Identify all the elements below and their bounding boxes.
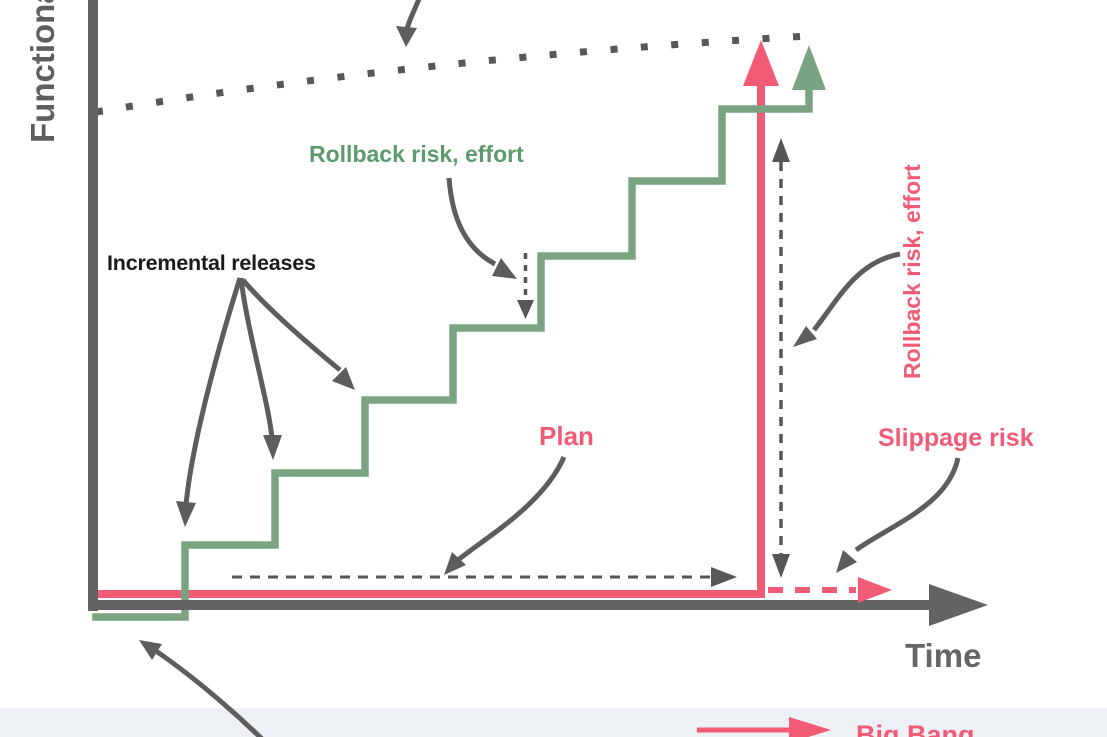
y-axis-label: Functionality bbox=[24, 0, 61, 143]
plan-pointer-arrow bbox=[444, 455, 567, 575]
legend-bigbang-label: Big Bang bbox=[856, 720, 975, 737]
rollback-bigbang-pointer-arrow bbox=[793, 251, 901, 347]
slippage-dashed-arrow bbox=[768, 577, 892, 603]
x-axis bbox=[88, 584, 988, 626]
rollback-bigbang-label: Rollback risk, effort bbox=[899, 164, 925, 379]
slippage-risk-label: Slippage risk bbox=[878, 424, 1034, 452]
bottom-band bbox=[0, 708, 1107, 737]
incremental-step-line bbox=[92, 45, 826, 621]
rollback-incremental-label: Rollback risk, effort bbox=[309, 141, 524, 167]
bigbang-rollback-dashed-arrow bbox=[772, 138, 790, 578]
plan-dashed-arrow bbox=[232, 567, 737, 587]
incremental-releases-label: Incremental releases bbox=[107, 251, 316, 275]
bigbang-arrowhead bbox=[743, 40, 779, 86]
rollback-incremental-pointer-arrow bbox=[446, 177, 517, 279]
incremental-releases-pointer-arrows bbox=[176, 277, 355, 527]
incremental-arrowhead bbox=[792, 45, 826, 90]
scope-pointer-arrow bbox=[396, 0, 422, 47]
start-pointer-arrow bbox=[139, 640, 264, 737]
incremental-rollback-dashed-arrow bbox=[517, 253, 534, 319]
x-axis-label: Time bbox=[905, 637, 982, 674]
bigbang-arrow-line bbox=[96, 40, 779, 598]
y-axis bbox=[88, 0, 98, 611]
plan-label: Plan bbox=[539, 421, 594, 451]
slippage-pointer-arrow bbox=[836, 457, 961, 573]
scope-dotted-line bbox=[95, 32, 809, 116]
legend-bigbang-arrow bbox=[697, 717, 831, 737]
x-axis-arrowhead bbox=[929, 584, 988, 626]
